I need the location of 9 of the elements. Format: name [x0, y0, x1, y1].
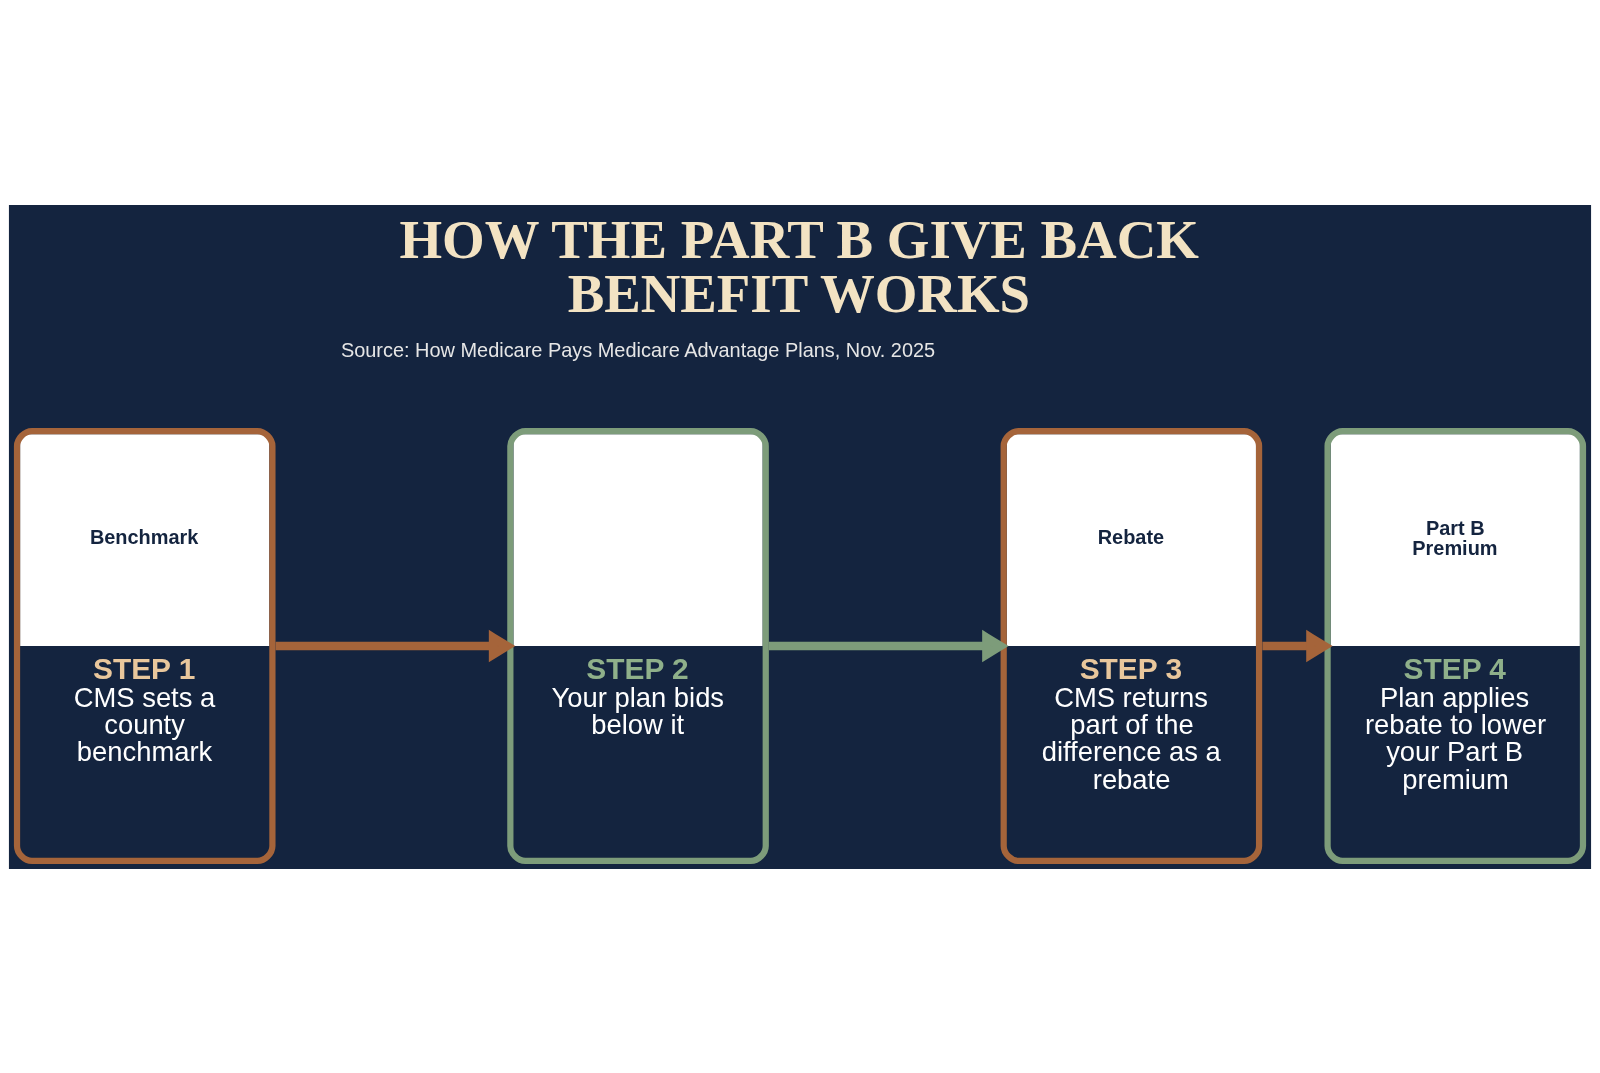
- node-box: Benchmark STEP 1 CMS sets a county benchmark: [13, 427, 276, 864]
- arrow: [1262, 629, 1333, 662]
- caption: Source: How Medicare Pays Medicare Advantage Plans, Nov. 2025: [340, 338, 936, 361]
- arrow: [768, 629, 1009, 662]
- arrow: [275, 629, 516, 662]
- node-box: Part B Premium STEP 4 Plan applies rebate to lower your Part B premium: [1324, 427, 1587, 864]
- diagram-title: HOW THE PART B GIVE BACK BENEFIT WORKS: [399, 208, 1199, 324]
- node-box: Rebate STEP 3 CMS returns part of the difference as a rebate: [1000, 427, 1263, 864]
- node-box: STEP 2 Your plan bids below it: [507, 427, 769, 864]
